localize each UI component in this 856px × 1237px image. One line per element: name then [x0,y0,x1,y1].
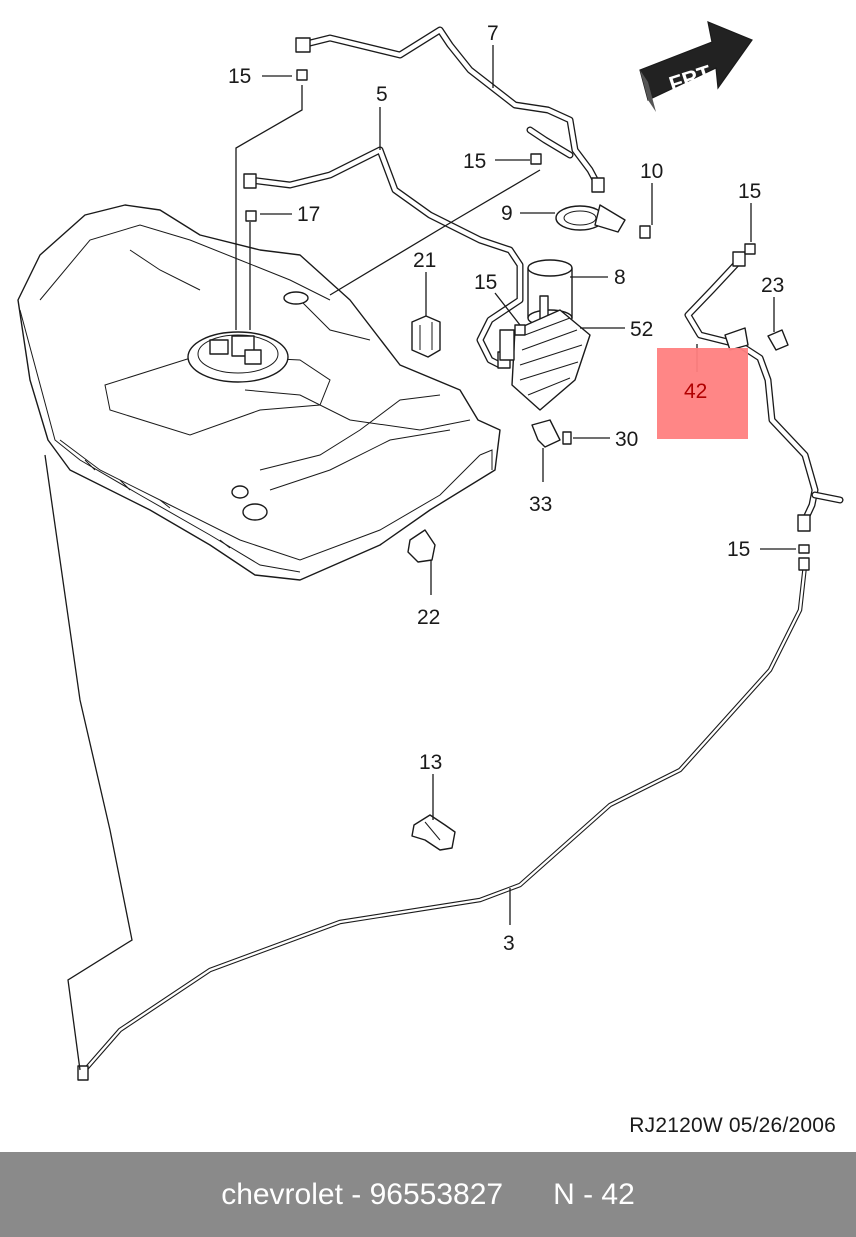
parts-diagram: FRT 15 7 5 15 10 9 17 15 21 8 15 23 52 4… [17,21,844,1081]
heat-shield [499,309,591,411]
fastener-15c [514,324,526,336]
drawing-code: RJ2120W 05/26/2006 [629,1114,836,1137]
footer-bar: chevrolet - 96553827 N - 42 [0,1152,856,1237]
label-15a: 15 [228,65,251,88]
label-15e: 15 [727,538,750,561]
highlight-42-box [657,348,748,439]
fuel-tank [17,204,501,581]
fastener-15d [744,243,756,255]
label-5: 5 [376,83,388,106]
leader-5 [329,107,541,296]
label-15d: 15 [738,180,761,203]
front-direction-arrow: FRT [639,21,753,112]
leader-tank-to-3 [44,454,133,1071]
label-13: 13 [419,751,442,774]
label-15c: 15 [474,271,497,294]
clip-33 [531,419,561,448]
filter-bracket [555,204,651,239]
footer-brand: chevrolet [221,1177,343,1211]
label-7: 7 [487,22,499,45]
label-3: 3 [503,932,515,955]
label-33: 33 [529,493,552,516]
footer-ref: N - 42 [553,1177,635,1211]
leader-15c [494,292,521,326]
label-30: 30 [615,428,638,451]
screw-30 [562,431,572,445]
feed-line-3 [77,557,810,1081]
label-8: 8 [614,266,626,289]
clip-13 [411,814,456,851]
leader-15a [235,85,303,330]
fastener-15a [296,69,308,81]
label-17: 17 [297,203,320,226]
clip-22 [407,529,436,563]
label-9: 9 [501,202,513,225]
pipe-42 [684,251,844,532]
label-23: 23 [761,274,784,297]
label-21: 21 [413,249,436,272]
label-42: 42 [684,380,707,403]
footer-part-number: 96553827 [369,1177,504,1211]
footer-gap [503,1178,553,1212]
fastener-15b [530,153,542,165]
fastener-17 [245,210,257,222]
footer-sep: - [342,1177,370,1211]
fastener-15e [798,544,810,554]
clip-21 [411,315,441,358]
bracket-23 [767,329,789,351]
label-52: 52 [630,318,653,341]
label-10: 10 [640,160,663,183]
label-22: 22 [417,606,440,629]
label-15b: 15 [463,150,486,173]
